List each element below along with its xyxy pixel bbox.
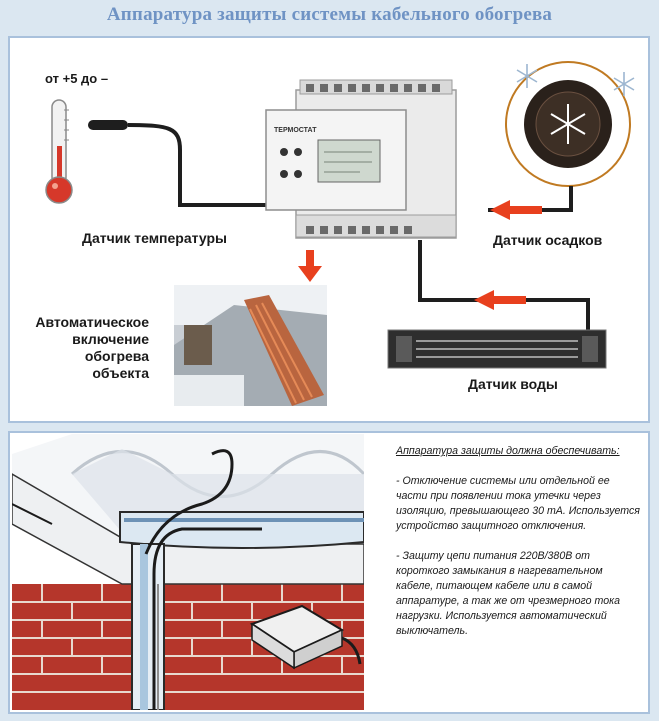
snowflake-icon [550,104,586,144]
protection-requirements: Аппаратура защиты должна обеспечивать: -… [396,444,642,654]
arrow-left-icon [490,200,542,220]
gutter-illustration [12,434,364,710]
requirements-header: Аппаратура защиты должна обеспечивать: [396,445,620,457]
water-sensor-label: Датчик воды [468,376,558,392]
snowflake-icon [516,64,538,88]
arrow-left-icon [474,290,526,310]
control-button-icon [294,148,302,156]
thermometer-icon [45,99,73,204]
terminal-row-top [306,84,440,92]
auto-heating-label: Автоматическое включение обогрева объект… [35,314,149,381]
page-title: Аппаратура защиты системы кабельного обо… [106,4,553,25]
temperature-sensor-label: Датчик температуры [82,230,227,246]
precipitation-sensor-label: Датчик осадков [493,232,603,248]
roof-photo [174,285,327,406]
connection-box [249,604,362,670]
terminal-row-bottom [306,226,412,234]
control-button-icon [280,148,288,156]
water-sensor [387,329,607,369]
temperature-range-label: от +5 до – [45,71,109,86]
precipitation-sensor [488,61,635,212]
control-button-icon [294,170,302,178]
control-button-icon [280,170,288,178]
controller-device: ТЕРМОСТАТ [265,79,457,239]
requirement-leakage: - Отключение системы или отдельной ее ча… [396,475,640,532]
system-diagram: ТЕРМОСТАТ [45,61,635,369]
requirement-short-circuit: - Защиту цепи питания 220В/380В от корот… [396,550,620,637]
snowflake-icon [613,72,635,96]
device-brand: ТЕРМОСТАТ [274,127,317,134]
arrow-down-icon [298,250,322,282]
temperature-probe [88,120,268,207]
